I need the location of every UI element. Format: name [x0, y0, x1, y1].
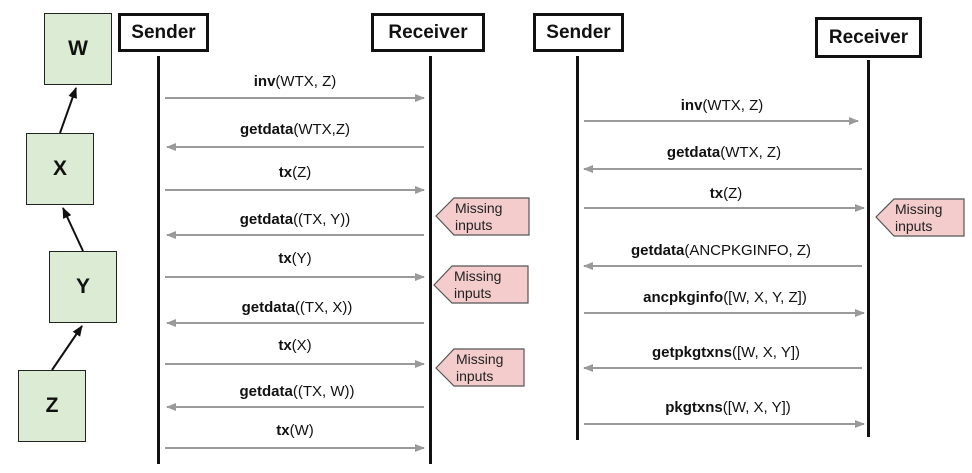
left-receiver-lifeline	[429, 56, 432, 464]
left-msg-label-5: tx(Y)	[278, 250, 312, 267]
right-msg-label-3: tx(Z)	[709, 185, 743, 202]
chain-arrow-y-to-x	[62, 207, 84, 252]
missing-inputs-note-shape-3	[435, 348, 525, 387]
chain-arrow-x-to-w	[59, 87, 77, 134]
missing-inputs-note-shape-4	[875, 198, 965, 237]
right-receiver-header: Receiver	[815, 17, 922, 58]
right-msg-label-2: getdata(WTX, Z)	[666, 144, 782, 161]
left-msg-label-6: getdata((TX, X))	[241, 299, 353, 316]
left-receiver-header: Receiver	[371, 13, 485, 52]
tx-box-y: Y	[49, 251, 117, 323]
right-sender-header: Sender	[533, 13, 624, 52]
left-msg-label-8: getdata((TX, W))	[239, 383, 355, 400]
chain-arrow-z-to-y	[51, 325, 83, 371]
right-msg-label-5: ancpkginfo([W, X, Y, Z])	[643, 289, 807, 306]
left-msg-label-7: tx(X)	[278, 337, 312, 354]
left-msg-label-2: getdata(WTX,Z)	[240, 121, 350, 138]
tx-box-w: W	[44, 13, 112, 85]
left-msg-label-3: tx(Z)	[278, 164, 312, 181]
tx-box-x: X	[26, 133, 94, 205]
left-msg-label-1: inv(WTX, Z)	[253, 73, 337, 90]
missing-inputs-note-shape-2	[433, 265, 529, 304]
left-sender-lifeline	[157, 56, 160, 464]
missing-inputs-note-shape-1	[435, 197, 530, 236]
left-msg-label-4: getdata((TX, Y))	[239, 211, 351, 228]
right-msg-label-1: inv(WTX, Z)	[680, 97, 764, 114]
left-sender-header: Sender	[118, 13, 209, 52]
right-msg-label-6: getpkgtxns([W, X, Y])	[651, 344, 801, 361]
right-sender-lifeline	[576, 56, 579, 440]
tx-box-z: Z	[18, 370, 86, 442]
left-msg-label-9: tx(W)	[276, 422, 314, 439]
right-receiver-lifeline	[867, 60, 870, 437]
right-msg-label-4: getdata(ANCPKGINFO, Z)	[630, 242, 812, 259]
right-msg-label-7: pkgtxns([W, X, Y])	[665, 399, 791, 416]
